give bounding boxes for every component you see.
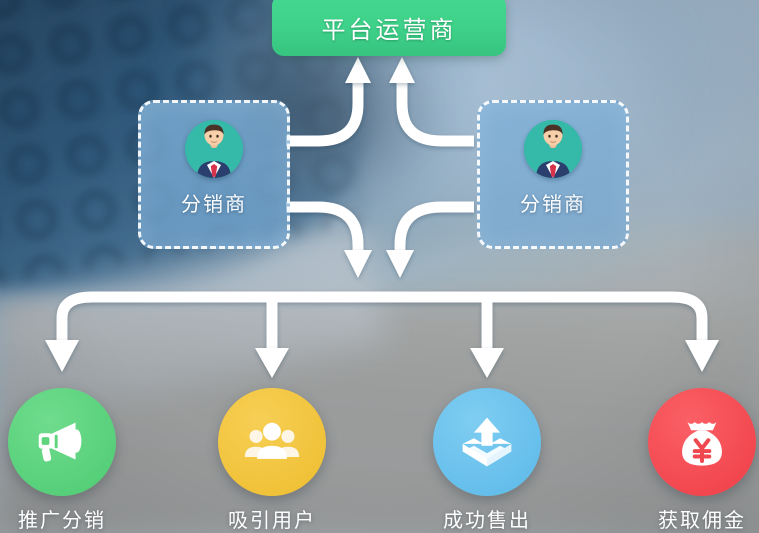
step-label-commission: 获取佣金 xyxy=(658,510,746,532)
step-label-promote: 推广分销 xyxy=(18,510,106,532)
arrowhead-down-right-distributor xyxy=(386,250,414,278)
arrow-line-right-distributor-down xyxy=(394,201,474,250)
upload-box-icon xyxy=(462,417,512,467)
arrowhead-up-left xyxy=(345,57,371,83)
businessman-avatar-icon xyxy=(185,120,243,178)
step-circle-sold xyxy=(433,388,541,496)
arrowhead-branch-3 xyxy=(470,348,504,378)
distributor-label-left: 分销商 xyxy=(181,194,247,216)
distributor-label-right: 分销商 xyxy=(520,194,586,216)
arrowhead-down-left-distributor xyxy=(344,250,372,278)
arrow-line-left-distributor-down xyxy=(286,201,364,250)
arrowhead-branch-4 xyxy=(685,340,719,372)
step-node-promote[interactable]: 推广分销 xyxy=(8,388,116,532)
arrow-line-left-distributor-to-platform xyxy=(286,80,364,147)
step-circle-attract-users xyxy=(218,388,326,496)
step-node-commission[interactable]: 获取佣金 xyxy=(648,388,756,532)
arrowhead-branch-1 xyxy=(45,340,79,372)
distributor-card-right[interactable]: 分销商 xyxy=(477,100,629,249)
distributor-card-left[interactable]: 分销商 xyxy=(138,100,290,249)
arrowhead-up-right xyxy=(389,57,415,83)
money-bag-yen-icon xyxy=(682,422,722,466)
platform-operator-label: 平台运营商 xyxy=(321,16,457,44)
arrowhead-branch-2 xyxy=(255,348,289,378)
businessman-avatar-icon xyxy=(524,120,582,178)
step-node-attract-users[interactable]: 吸引用户 xyxy=(218,388,326,532)
step-circle-commission xyxy=(648,388,756,496)
step-circle-promote xyxy=(8,388,116,496)
step-label-sold: 成功售出 xyxy=(443,510,531,532)
arrow-line-right-distributor-to-platform xyxy=(396,80,474,147)
step-node-sold[interactable]: 成功售出 xyxy=(433,388,541,532)
megaphone-icon xyxy=(38,422,82,462)
users-group-icon xyxy=(244,422,300,459)
step-label-attract-users: 吸引用户 xyxy=(228,510,316,532)
arrow-bus-bar xyxy=(56,291,708,340)
platform-operator-node[interactable]: 平台运营商 xyxy=(272,0,506,56)
